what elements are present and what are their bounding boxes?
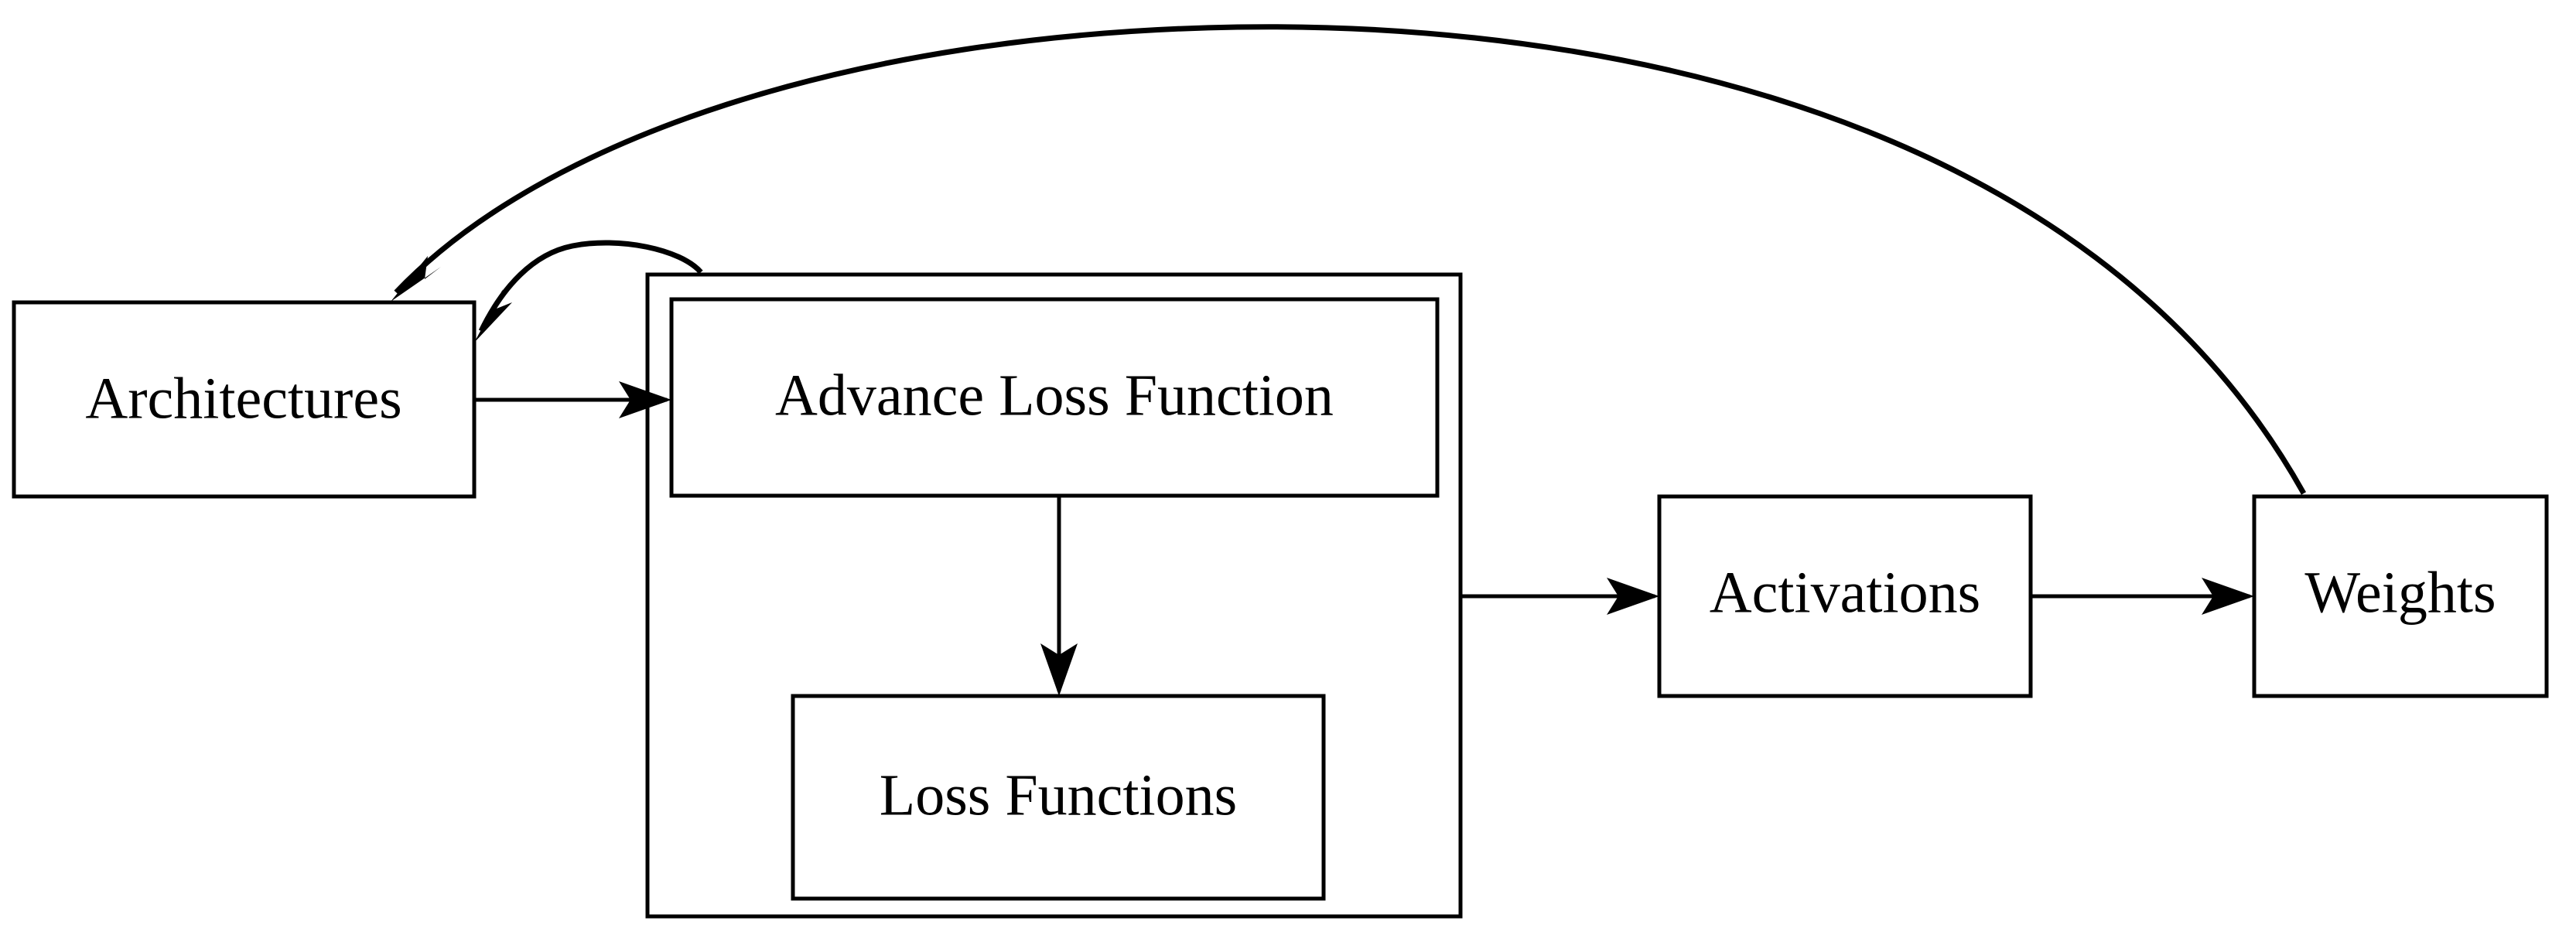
edge-activations-to-weights <box>2031 578 2254 615</box>
architectures-label: Architectures <box>85 366 401 431</box>
edge-arc-path <box>478 240 703 333</box>
node-architectures[interactable]: Architectures <box>12 300 477 499</box>
edge-arc-path <box>394 24 2307 495</box>
node-weights[interactable]: Weights <box>2252 494 2549 698</box>
arrow-head-icon <box>619 381 671 418</box>
weights-label: Weights <box>2304 560 2496 625</box>
architectures-box[interactable] <box>12 300 477 499</box>
node-advance-loss-function[interactable]: Advance Loss Function <box>669 297 1440 498</box>
edge-loss-container-to-activations <box>1461 578 1659 615</box>
edge-loss-container-to-architectures <box>474 240 703 343</box>
node-activations[interactable]: Activations <box>1657 494 2033 698</box>
node-loss-functions[interactable]: Loss Functions <box>791 694 1326 901</box>
arrow-head-icon <box>391 256 441 302</box>
edge-architectures-to-advance-loss-function <box>474 381 671 418</box>
arrow-head-icon <box>1040 643 1078 696</box>
arrow-head-icon <box>1607 578 1659 615</box>
loss-functions-box[interactable] <box>791 694 1326 901</box>
arrow-head-icon <box>2202 578 2254 615</box>
edge-advance-loss-function-to-loss-functions <box>1040 496 1078 696</box>
advance-loss-function-box[interactable] <box>669 297 1440 498</box>
loss-functions-label: Loss Functions <box>880 762 1237 827</box>
activations-label: Activations <box>1710 560 1980 625</box>
edge-weights-to-architectures <box>391 24 2307 495</box>
advance-loss-function-label: Advance Loss Function <box>775 363 1334 428</box>
arrow-head-icon <box>474 289 512 343</box>
